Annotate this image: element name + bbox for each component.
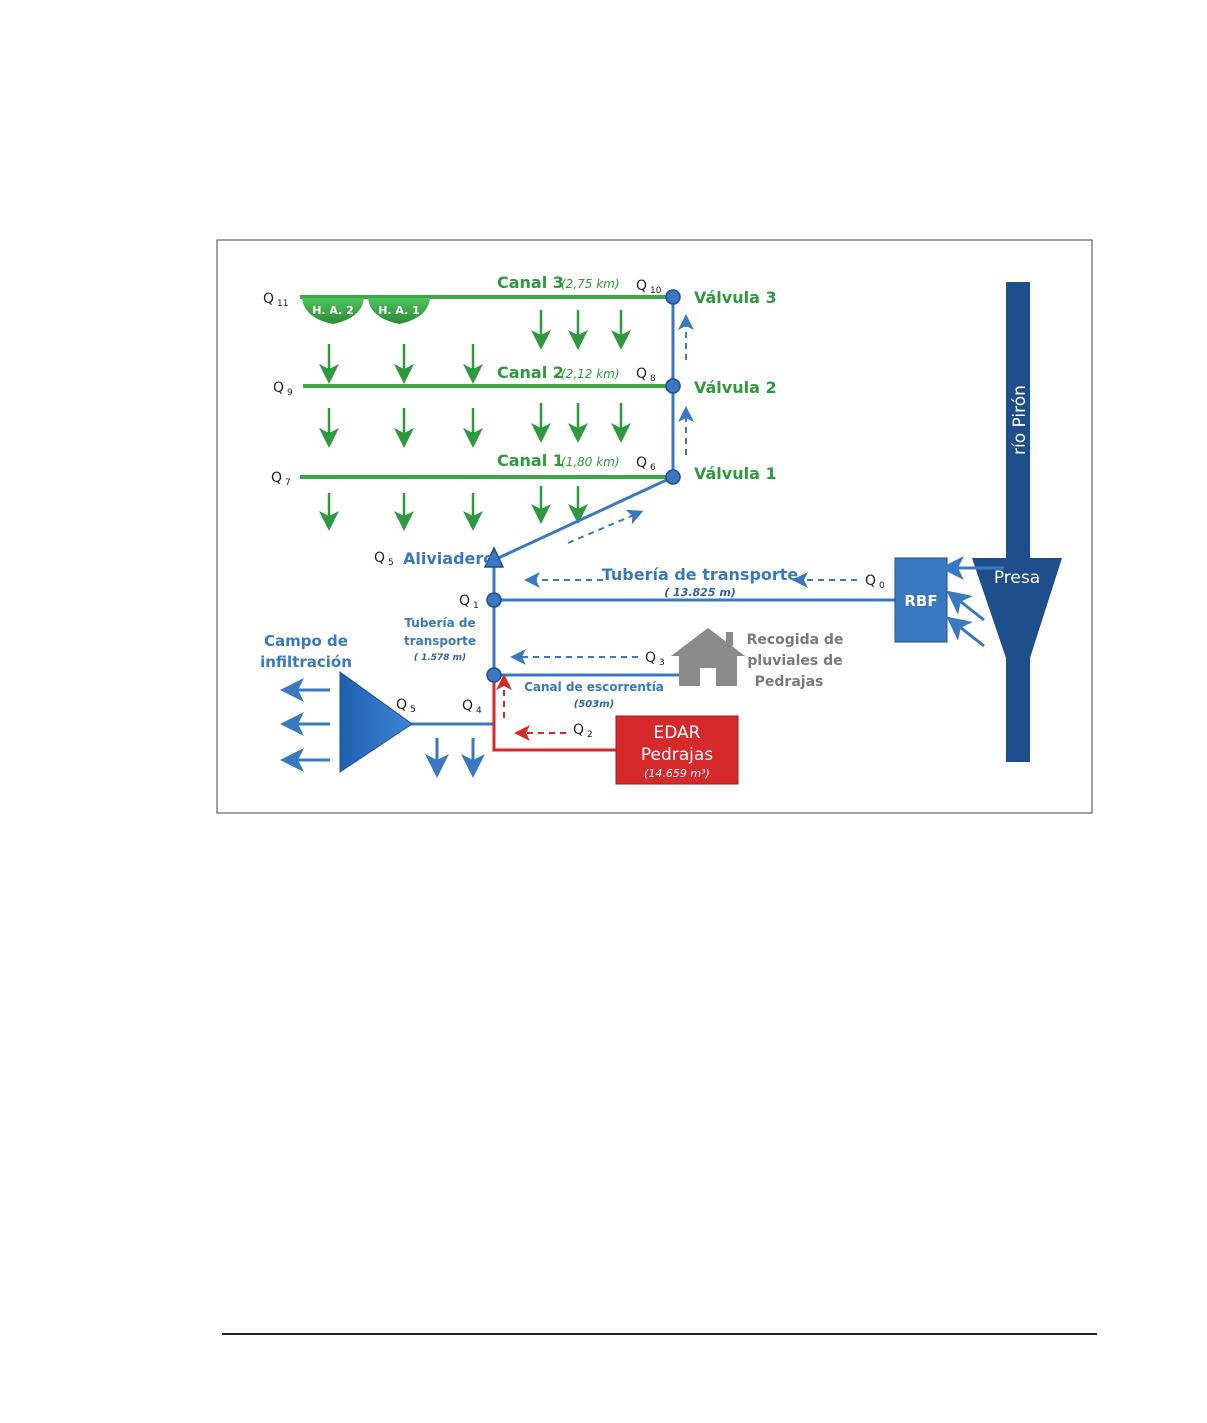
q10-subscript: 10: [650, 286, 662, 296]
svg-text:Q9: Q9: [273, 380, 293, 398]
short-pipe-line2: transporte: [404, 634, 476, 648]
svg-text:Q8: Q8: [636, 366, 656, 384]
short-pipe-line1: Tubería de: [404, 616, 475, 630]
river-label: río Pirón: [1010, 385, 1030, 455]
canal-2-length: (2,12 km): [561, 367, 620, 381]
svg-text:Q4: Q4: [462, 698, 482, 716]
ha-1-tank: H. A. 1: [368, 298, 430, 324]
dashed-arrow: [567, 509, 644, 544]
q7-label: Q: [271, 470, 282, 486]
runoff-length: (503m): [574, 699, 614, 710]
house-icon: [671, 628, 745, 686]
q5-infiltration-label: Q: [396, 697, 407, 713]
q3-label: Q: [645, 650, 656, 666]
svg-text:Q6: Q6: [636, 455, 656, 473]
dashed-red-arrows: [496, 674, 566, 741]
river-arrow: [946, 616, 985, 648]
junction-node: [486, 667, 502, 683]
q0-label: Q: [865, 573, 876, 589]
edar-volume: (14.659 m³): [644, 767, 710, 780]
svg-text:Q7: Q7: [271, 470, 291, 488]
edar-pipe: [492, 675, 616, 752]
green-arrows: [319, 310, 631, 531]
svg-text:Q5: Q5: [396, 697, 416, 715]
q8-subscript: 8: [650, 374, 656, 384]
runoff-label: Canal de escorrentía: [524, 680, 664, 694]
infiltration-triangle-icon: [339, 671, 413, 773]
edar-box: [615, 715, 739, 785]
valve-2-label: Válvula 2: [694, 378, 777, 397]
q2-subscript: 2: [587, 730, 593, 740]
q4-subscript: 4: [476, 706, 482, 716]
ha-1-label: H. A. 1: [378, 304, 420, 317]
q9-label: Q: [273, 380, 284, 396]
stormwater-line3: Pedrajas: [755, 674, 824, 690]
svg-text:Q5: Q5: [374, 550, 394, 568]
edar-line2: Pedrajas: [641, 745, 713, 765]
q4-label: Q: [462, 698, 473, 714]
ha-2-label: H. A. 2: [312, 304, 354, 317]
svg-text:Q11: Q11: [263, 291, 288, 309]
q9-subscript: 9: [287, 388, 293, 398]
main-pipe-length: ( 13.825 m): [664, 586, 736, 599]
svg-text:Q1: Q1: [459, 593, 479, 611]
q6-label: Q: [636, 455, 647, 471]
q2-label: Q: [573, 722, 584, 738]
short-pipe-length: ( 1.578 m): [414, 653, 466, 663]
stormwater-line2: pluviales de: [747, 653, 842, 669]
q5-infiltration-subscript: 5: [410, 705, 416, 715]
q1-node: [486, 592, 502, 608]
q0-subscript: 0: [879, 581, 885, 591]
svg-text:Q10: Q10: [636, 278, 662, 296]
svg-text:Q3: Q3: [645, 650, 665, 668]
river-arrow: [946, 590, 985, 622]
valve-1-node: [665, 469, 681, 485]
canal-3-length: (2,75 km): [561, 277, 620, 291]
infiltration-line2: infiltración: [260, 653, 352, 671]
infiltration-line1: Campo de: [264, 632, 348, 650]
valve-3-label: Válvula 3: [694, 288, 777, 307]
q11-subscript: 11: [277, 299, 288, 309]
river-to-rbf-arrows: [940, 556, 1004, 648]
aliviadero-label: Aliviadero: [403, 549, 494, 568]
canal-3-name: Canal 3: [497, 273, 564, 292]
stormwater-line1: Recogida de: [747, 632, 844, 648]
q5-aliviadero-label: Q: [374, 550, 385, 566]
aliviadero-triangle-icon: [483, 546, 505, 568]
q8-label: Q: [636, 366, 647, 382]
canal-1-name: Canal 1: [497, 451, 564, 470]
riser-diagonal: [493, 475, 674, 562]
q1-subscript: 1: [473, 601, 479, 611]
valve-3-node: [665, 289, 681, 305]
infiltration-arrows: [280, 678, 485, 778]
rbf-label: RBF: [904, 592, 937, 610]
canal-1-length: (1,80 km): [561, 455, 620, 469]
edar-line1: EDAR: [654, 723, 701, 743]
svg-text:Q0: Q0: [865, 573, 885, 591]
river-piron: [1006, 282, 1030, 762]
q7-subscript: 7: [285, 478, 291, 488]
ha-2-tank: H. A. 2: [302, 298, 364, 324]
q3-subscript: 3: [659, 658, 665, 668]
canal-2-name: Canal 2: [497, 363, 564, 382]
q1-label: Q: [459, 593, 470, 609]
q6-subscript: 6: [650, 463, 656, 473]
valve-1-label: Válvula 1: [694, 464, 777, 483]
valve-2-node: [665, 378, 681, 394]
q5-aliviadero-subscript: 5: [388, 558, 394, 568]
q10-label: Q: [636, 278, 647, 294]
presa-label: Presa: [994, 568, 1040, 588]
q11-label: Q: [263, 291, 274, 307]
rbf-box: [894, 557, 948, 643]
dashed-blue-arrows: [510, 314, 857, 665]
svg-text:Q2: Q2: [573, 722, 593, 740]
presa-funnel: [972, 558, 1062, 658]
main-pipe-label: Tubería de transporte: [602, 565, 799, 584]
